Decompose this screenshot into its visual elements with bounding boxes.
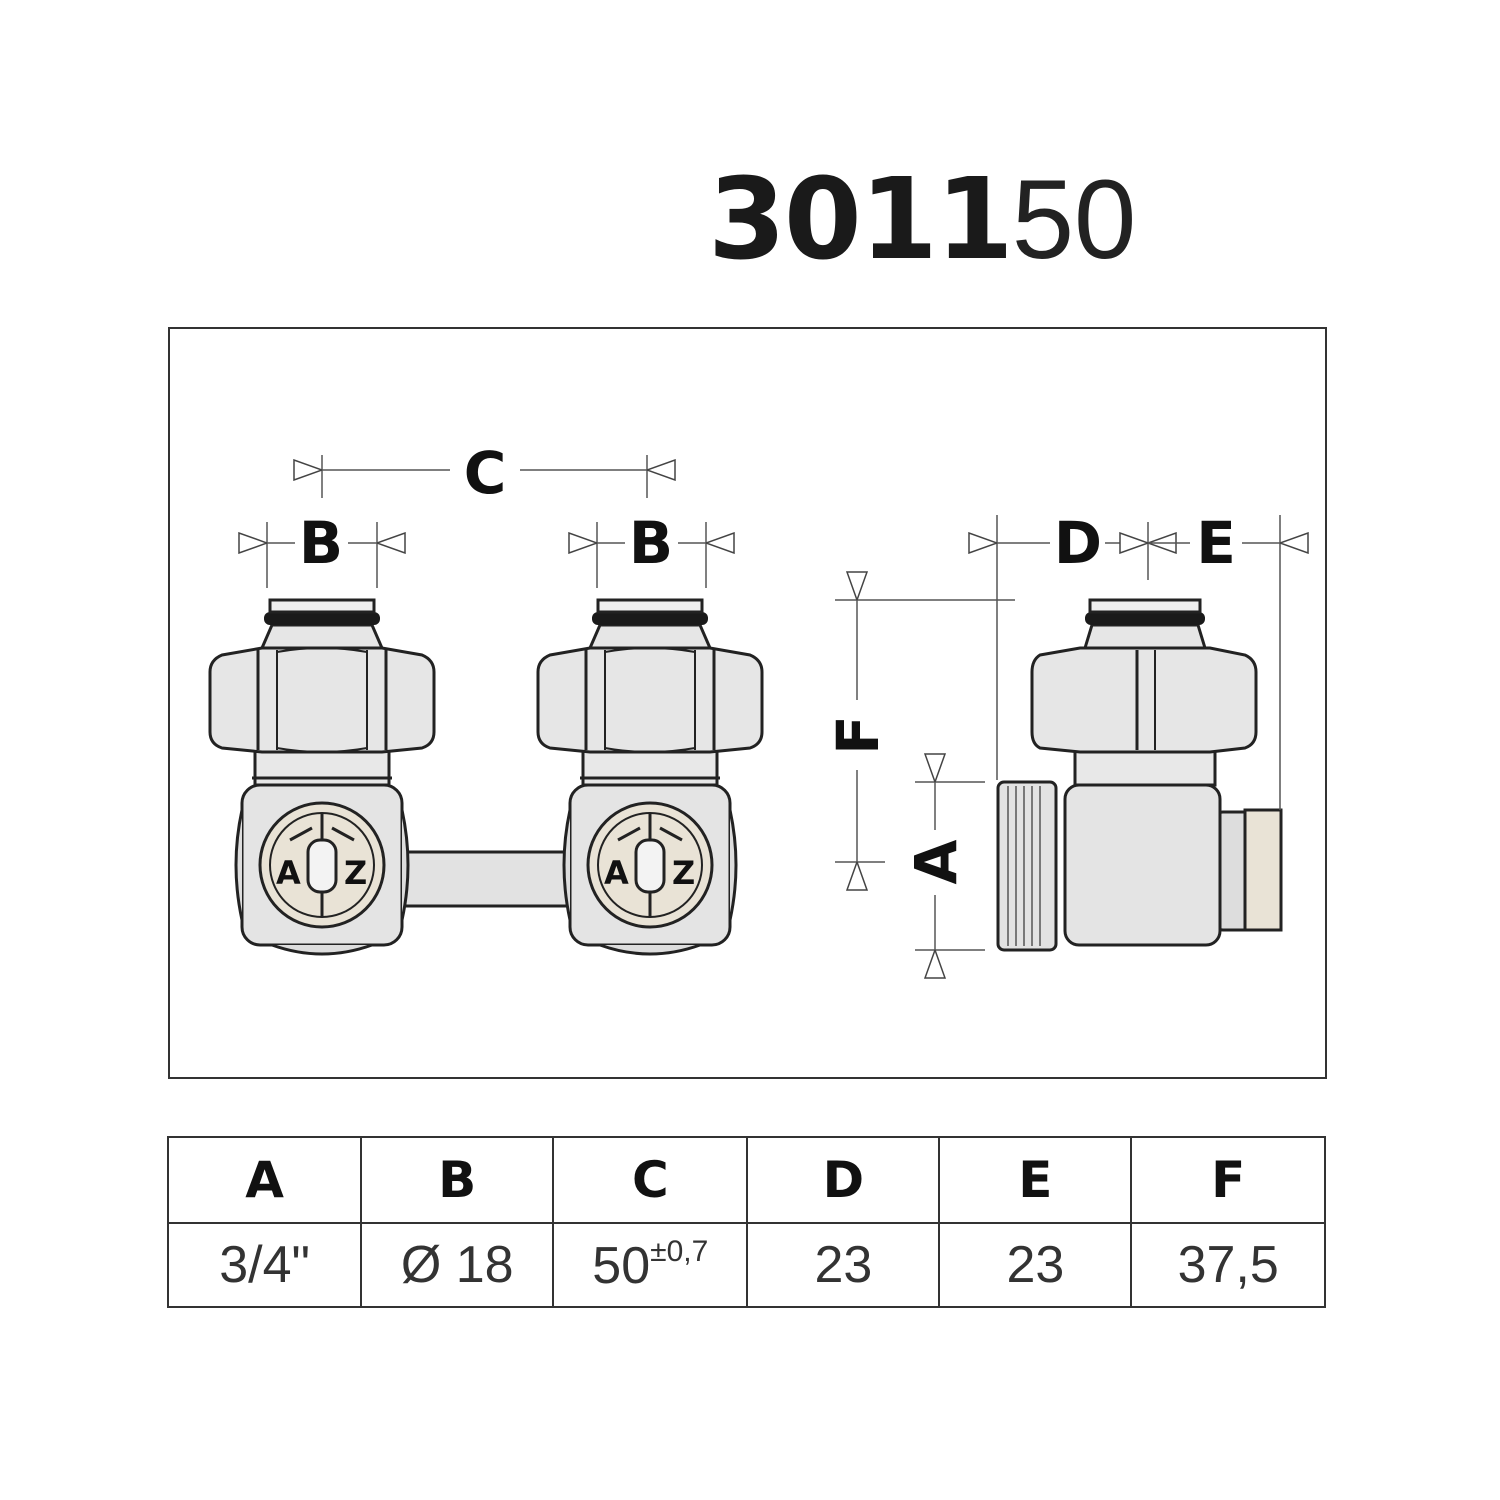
value-d: 23 — [746, 1222, 941, 1308]
value-a: 3/4" — [166, 1222, 363, 1308]
product-code-light: 50 — [1011, 157, 1137, 282]
dimensions-table: A B C D E F 3/4" Ø 18 50±0,7 23 23 37,5 — [166, 1136, 1326, 1308]
value-c-tolerance: ±0,7 — [650, 1234, 709, 1268]
bypass-bridge — [386, 850, 582, 908]
value-f: 37,5 — [1130, 1222, 1326, 1308]
header-a: A — [166, 1136, 363, 1224]
dim-label-b-left: B — [299, 509, 343, 577]
dial-letter-a: A — [276, 854, 301, 892]
dial-letter-z: Z — [672, 854, 695, 892]
dim-label-d: D — [1054, 509, 1102, 577]
dial-letter-a: A — [604, 854, 629, 892]
value-c-nominal: 50 — [592, 1236, 651, 1295]
dial-letter-z: Z — [344, 854, 367, 892]
dim-label-a: A — [902, 839, 970, 884]
dim-label-f: F — [824, 715, 892, 755]
value-c: 50±0,7 — [552, 1222, 749, 1308]
table-header-row: A B C D E F — [166, 1136, 1326, 1224]
header-d: D — [746, 1136, 941, 1224]
header-c: C — [552, 1136, 749, 1224]
product-code-bold: 3011 — [708, 155, 1014, 285]
dim-label-e: E — [1196, 509, 1236, 577]
header-b: B — [360, 1136, 555, 1224]
dimension-lines — [267, 455, 1280, 950]
value-e: 23 — [938, 1222, 1133, 1308]
dim-label-b-right: B — [629, 509, 673, 577]
side-view-valve — [996, 598, 1283, 952]
value-b: Ø 18 — [360, 1222, 555, 1308]
header-e: E — [938, 1136, 1133, 1224]
table-row: 3/4" Ø 18 50±0,7 23 23 37,5 — [166, 1222, 1326, 1308]
dim-label-c: C — [464, 439, 507, 507]
header-f: F — [1130, 1136, 1326, 1224]
product-code: 301150 — [708, 157, 1137, 282]
drawing-frame — [168, 327, 1327, 1079]
